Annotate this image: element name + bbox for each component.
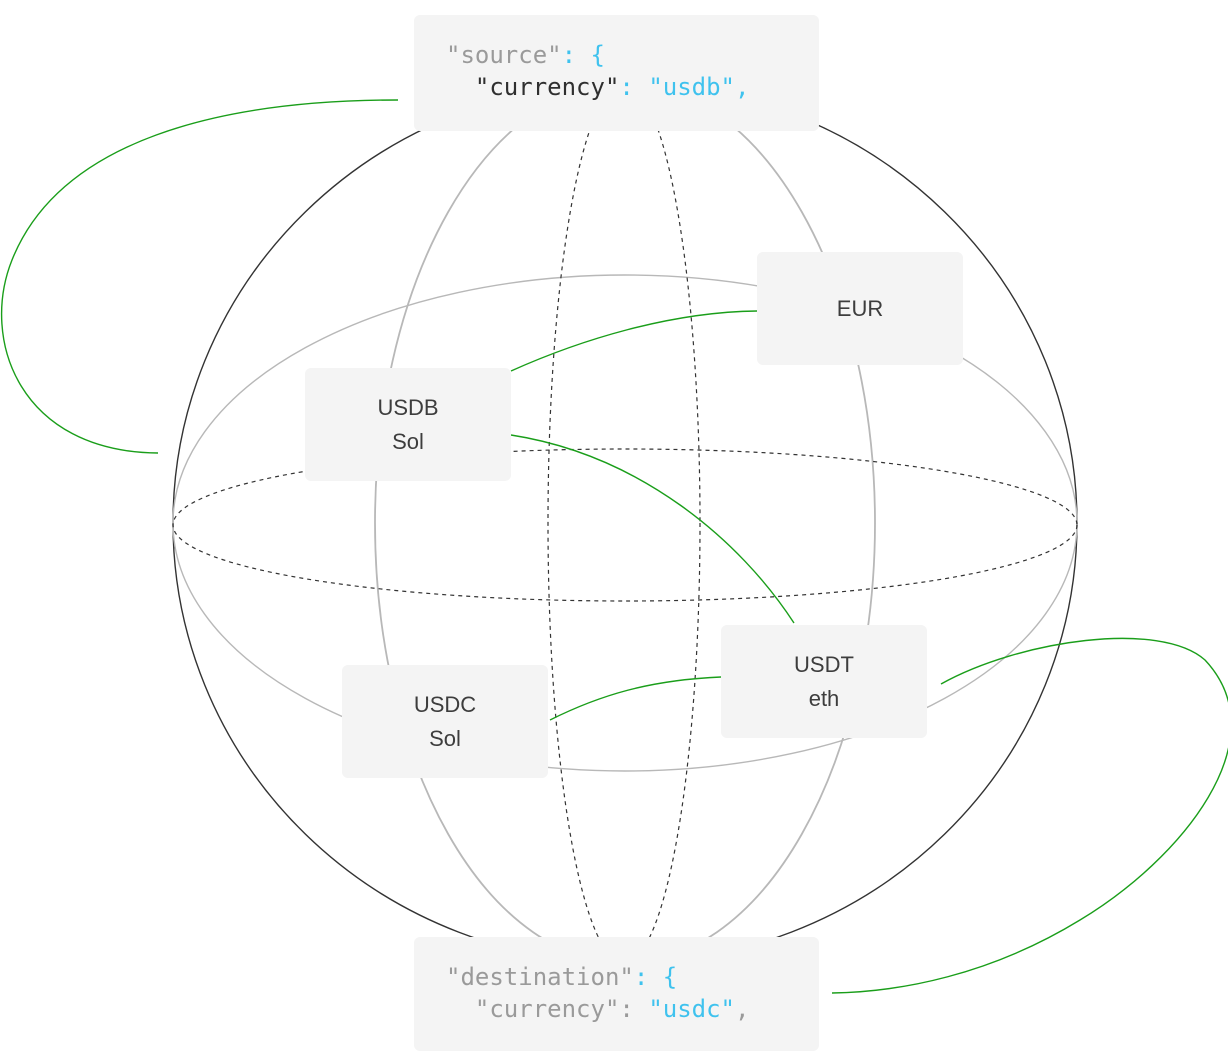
connector-source-to-globe bbox=[0, 99, 399, 454]
source-key: "source" bbox=[446, 41, 562, 69]
source-line-1: "source": { bbox=[446, 39, 819, 71]
source-field-colon: : bbox=[619, 73, 649, 101]
globe-longitude-ring bbox=[374, 82, 876, 964]
source-field-key: "currency" bbox=[474, 73, 620, 101]
node-usdc-sol: USDC Sol bbox=[342, 665, 548, 778]
node-eur-label: EUR bbox=[836, 295, 884, 321]
destination-field-value: "usdc" bbox=[648, 995, 736, 1023]
destination-line-1: "destination": { bbox=[446, 961, 819, 993]
source-field-value: "usdb" bbox=[648, 73, 736, 101]
destination-line-2: "currency": "usdc", bbox=[446, 993, 819, 1025]
destination-comma: , bbox=[735, 995, 750, 1023]
destination-colon: : bbox=[633, 963, 663, 991]
globe-outline bbox=[172, 82, 1078, 964]
source-code-box: "source": { "currency": "usdb", bbox=[414, 15, 819, 131]
destination-key: "destination" bbox=[446, 963, 634, 991]
node-usdb-sol: USDB Sol bbox=[305, 368, 511, 481]
node-usdc-label: USDC bbox=[413, 691, 477, 717]
node-usdc-network: Sol bbox=[429, 725, 461, 751]
globe-equator-dashed bbox=[172, 448, 1078, 602]
connector-usdb-to-usdt bbox=[510, 434, 795, 624]
connector-usdt-to-usdc bbox=[549, 676, 722, 721]
source-colon: : bbox=[561, 41, 591, 69]
connector-usdt-to-destination bbox=[831, 637, 1228, 994]
source-comma: , bbox=[735, 73, 750, 101]
destination-brace: { bbox=[662, 963, 678, 991]
node-usdt-label: USDT bbox=[794, 651, 854, 677]
source-line-2: "currency": "usdb", bbox=[446, 71, 819, 103]
destination-code-box: "destination": { "currency": "usdc", bbox=[414, 937, 819, 1051]
destination-field-colon: : bbox=[619, 995, 649, 1023]
node-usdb-label: USDB bbox=[377, 394, 439, 420]
globe-meridian-dashed bbox=[547, 82, 701, 964]
node-usdt-eth: USDT eth bbox=[721, 625, 927, 738]
connector-usdb-to-eur bbox=[510, 310, 758, 372]
destination-field-key: "currency" bbox=[474, 995, 620, 1023]
source-brace: { bbox=[590, 41, 605, 69]
node-eur: EUR bbox=[757, 252, 963, 365]
node-usdt-network: eth bbox=[808, 685, 840, 711]
node-usdb-network: Sol bbox=[392, 428, 424, 454]
